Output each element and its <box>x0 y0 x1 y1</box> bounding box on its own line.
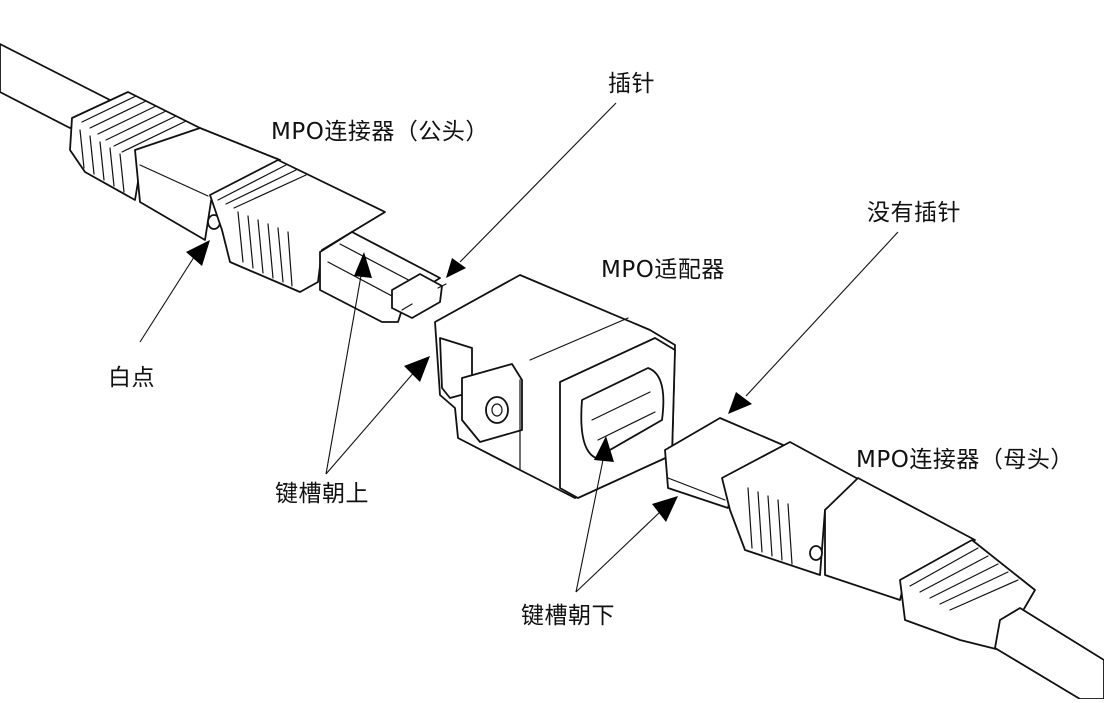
arrow-key-up-1 <box>354 252 372 278</box>
leader-guide-pin <box>459 102 617 263</box>
label-adapter: MPO适配器 <box>601 257 725 283</box>
adapter-drawing <box>434 274 676 499</box>
male-cable <box>0 43 111 129</box>
leader-key-down-2 <box>575 511 661 593</box>
male-ferrule <box>391 273 443 319</box>
label-female-connector: MPO连接器（母头） <box>856 447 1074 473</box>
male-boot-ribs <box>79 95 187 193</box>
female-white-dot <box>809 545 823 561</box>
adapter-socket <box>580 367 665 459</box>
leader-key-up-2 <box>325 369 417 475</box>
arrow-key-down-2 <box>652 496 678 522</box>
leader-lines <box>139 102 899 593</box>
adapter-mount-hole <box>485 396 509 424</box>
arrow-key-down-1 <box>594 436 614 462</box>
male-sleeve-ribs <box>217 164 307 287</box>
female-coupling-sleeve <box>721 441 861 576</box>
male-connector-drawing <box>0 43 447 323</box>
arrow-white-dot <box>186 240 210 266</box>
arrow-guide-pin <box>446 258 466 278</box>
female-boot-ribs <box>909 547 1019 611</box>
leader-key-down-1 <box>575 454 605 593</box>
male-coupling-sleeve <box>209 159 386 293</box>
label-guide-pin: 插针 <box>608 71 655 97</box>
arrow-no-pin <box>728 392 752 414</box>
leader-white-dot <box>139 253 197 343</box>
female-cable <box>994 607 1104 700</box>
leader-no-pin <box>745 231 899 397</box>
female-connector-drawing <box>664 417 1104 700</box>
label-key-down: 键槽朝下 <box>521 603 615 629</box>
label-male-connector: MPO连接器（公头） <box>271 119 489 145</box>
female-sleeve-ribs <box>747 487 793 565</box>
guide-pin-1 <box>437 283 447 289</box>
leader-key-up-1 <box>325 269 363 475</box>
guide-pin-2 <box>401 303 413 311</box>
label-white-dot: 白点 <box>108 365 155 391</box>
label-key-up: 键槽朝上 <box>275 481 369 507</box>
label-no-pin: 没有插针 <box>867 200 961 226</box>
arrow-key-up-2 <box>404 356 430 382</box>
